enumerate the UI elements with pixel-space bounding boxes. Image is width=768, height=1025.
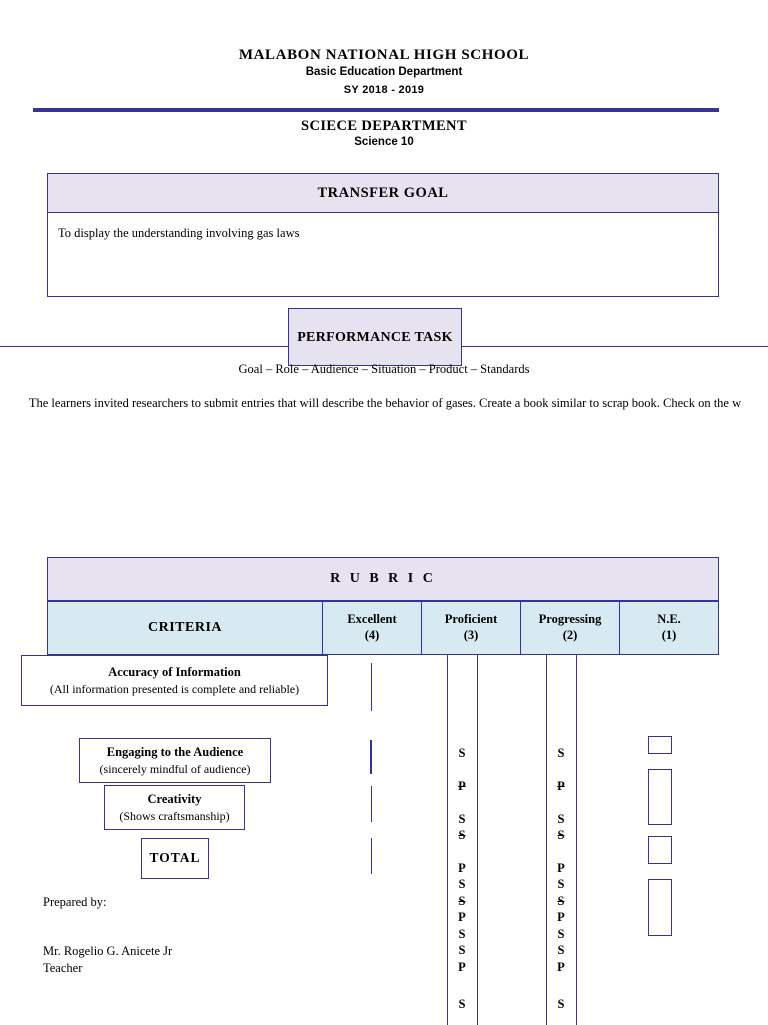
rubric-column-headers: CRITERIA Excellent (4) Proficient (3) Pr… <box>47 601 719 655</box>
ne-cell-2 <box>648 769 672 825</box>
stray-mark: S <box>458 943 466 957</box>
criteria-row-accuracy: Accuracy of Information (All information… <box>21 655 328 706</box>
proficient-cell-1 <box>447 655 478 742</box>
rubric-col-criteria-label: CRITERIA <box>147 620 222 636</box>
stray-mark: S <box>557 997 565 1011</box>
stray-mark: S <box>557 943 565 957</box>
progressing-cell-2 <box>546 742 577 1025</box>
stray-mark: S <box>557 927 565 941</box>
criteria-creativity-detail: (Shows craftsmanship) <box>119 808 230 823</box>
transfer-goal-body: To display the understanding involving g… <box>47 213 719 297</box>
stray-mark: P <box>557 861 565 875</box>
stray-mark: P <box>458 861 466 875</box>
criteria-row-creativity: Creativity (Shows craftsmanship) <box>104 785 245 830</box>
stray-mark: P <box>458 779 466 793</box>
proficient-cell-2 <box>447 742 478 1025</box>
excellent-mark-1 <box>371 663 372 711</box>
rubric-col-ne-label: N.E. <box>657 612 681 627</box>
rubric-col-ne-score: (1) <box>661 628 677 642</box>
stray-mark: S <box>557 812 565 826</box>
criteria-total-title: TOTAL <box>149 850 201 866</box>
rubric-col-progressing-label: Progressing <box>538 612 602 627</box>
department-subtitle: Basic Education Department <box>305 66 463 78</box>
stray-mark: S <box>458 894 466 908</box>
science-department-title: SCIECE DEPARTMENT <box>301 118 467 134</box>
rubric-col-proficient-score: (3) <box>463 628 479 642</box>
rubric-col-proficient: Proficient (3) <box>422 601 521 655</box>
criteria-accuracy-detail: (All information presented is complete a… <box>49 681 300 696</box>
rubric-header: R U B R I C <box>47 557 719 601</box>
performance-task-paragraph: The learners invited researchers to subm… <box>28 396 742 410</box>
stray-mark: S <box>557 877 565 891</box>
stray-mark: S <box>458 812 466 826</box>
ne-cell-4 <box>648 879 672 936</box>
rubric-col-excellent-score: (4) <box>364 628 380 642</box>
rubric-col-criteria: CRITERIA <box>47 601 323 655</box>
rubric-col-ne: N.E. (1) <box>620 601 719 655</box>
header-divider <box>33 108 719 112</box>
rubric-col-excellent-label: Excellent <box>347 612 397 627</box>
page-title: MALABON NATIONAL HIGH SCHOOL <box>238 47 530 63</box>
stray-mark: S <box>557 894 565 908</box>
criteria-creativity-title: Creativity <box>147 791 202 806</box>
stray-mark: S <box>458 997 466 1011</box>
criteria-row-engaging: Engaging to the Audience (sincerely mind… <box>79 738 271 783</box>
rubric-col-excellent: Excellent (4) <box>323 601 422 655</box>
criteria-accuracy-title: Accuracy of Information <box>108 664 241 679</box>
rubric-col-progressing-score: (2) <box>562 628 578 642</box>
ne-cell-3 <box>648 836 672 864</box>
rubric-col-progressing: Progressing (2) <box>521 601 620 655</box>
transfer-goal-header: TRANSFER GOAL <box>47 173 719 213</box>
excellent-mark-3 <box>371 786 372 822</box>
stray-mark: S <box>458 877 466 891</box>
excellent-mark-4 <box>371 838 372 874</box>
stray-mark: S <box>458 828 466 842</box>
teacher-name: Mr. Rogelio G. Anicete Jr <box>43 944 173 958</box>
prepared-by-label: Prepared by: <box>43 895 107 909</box>
stray-mark: P <box>557 779 565 793</box>
criteria-engaging-detail: (sincerely mindful of audience) <box>99 761 251 776</box>
subject-label: Science 10 <box>354 136 414 148</box>
stray-mark: P <box>458 910 466 924</box>
progressing-cell-1 <box>546 655 577 742</box>
criteria-row-total: TOTAL <box>141 838 209 879</box>
stray-mark: S <box>458 927 466 941</box>
stray-mark: S <box>458 746 466 760</box>
criteria-engaging-title: Engaging to the Audience <box>106 744 244 759</box>
performance-task-header: PERFORMANCE TASK <box>288 308 462 366</box>
stray-mark: S <box>557 828 565 842</box>
teacher-signature-block: Mr. Rogelio G. Anicete Jr Teacher <box>43 943 172 977</box>
stray-mark: P <box>458 960 466 974</box>
school-year: SY 2018 - 2019 <box>343 84 425 96</box>
excellent-mark-2 <box>370 740 372 774</box>
stray-mark: P <box>557 960 565 974</box>
rubric-col-proficient-label: Proficient <box>444 612 498 627</box>
ne-cell-1 <box>648 736 672 754</box>
stray-mark: P <box>557 910 565 924</box>
grasps-line: Goal – Role – Audience – Situation – Pro… <box>238 362 530 376</box>
stray-mark: S <box>557 746 565 760</box>
teacher-role: Teacher <box>43 960 83 975</box>
